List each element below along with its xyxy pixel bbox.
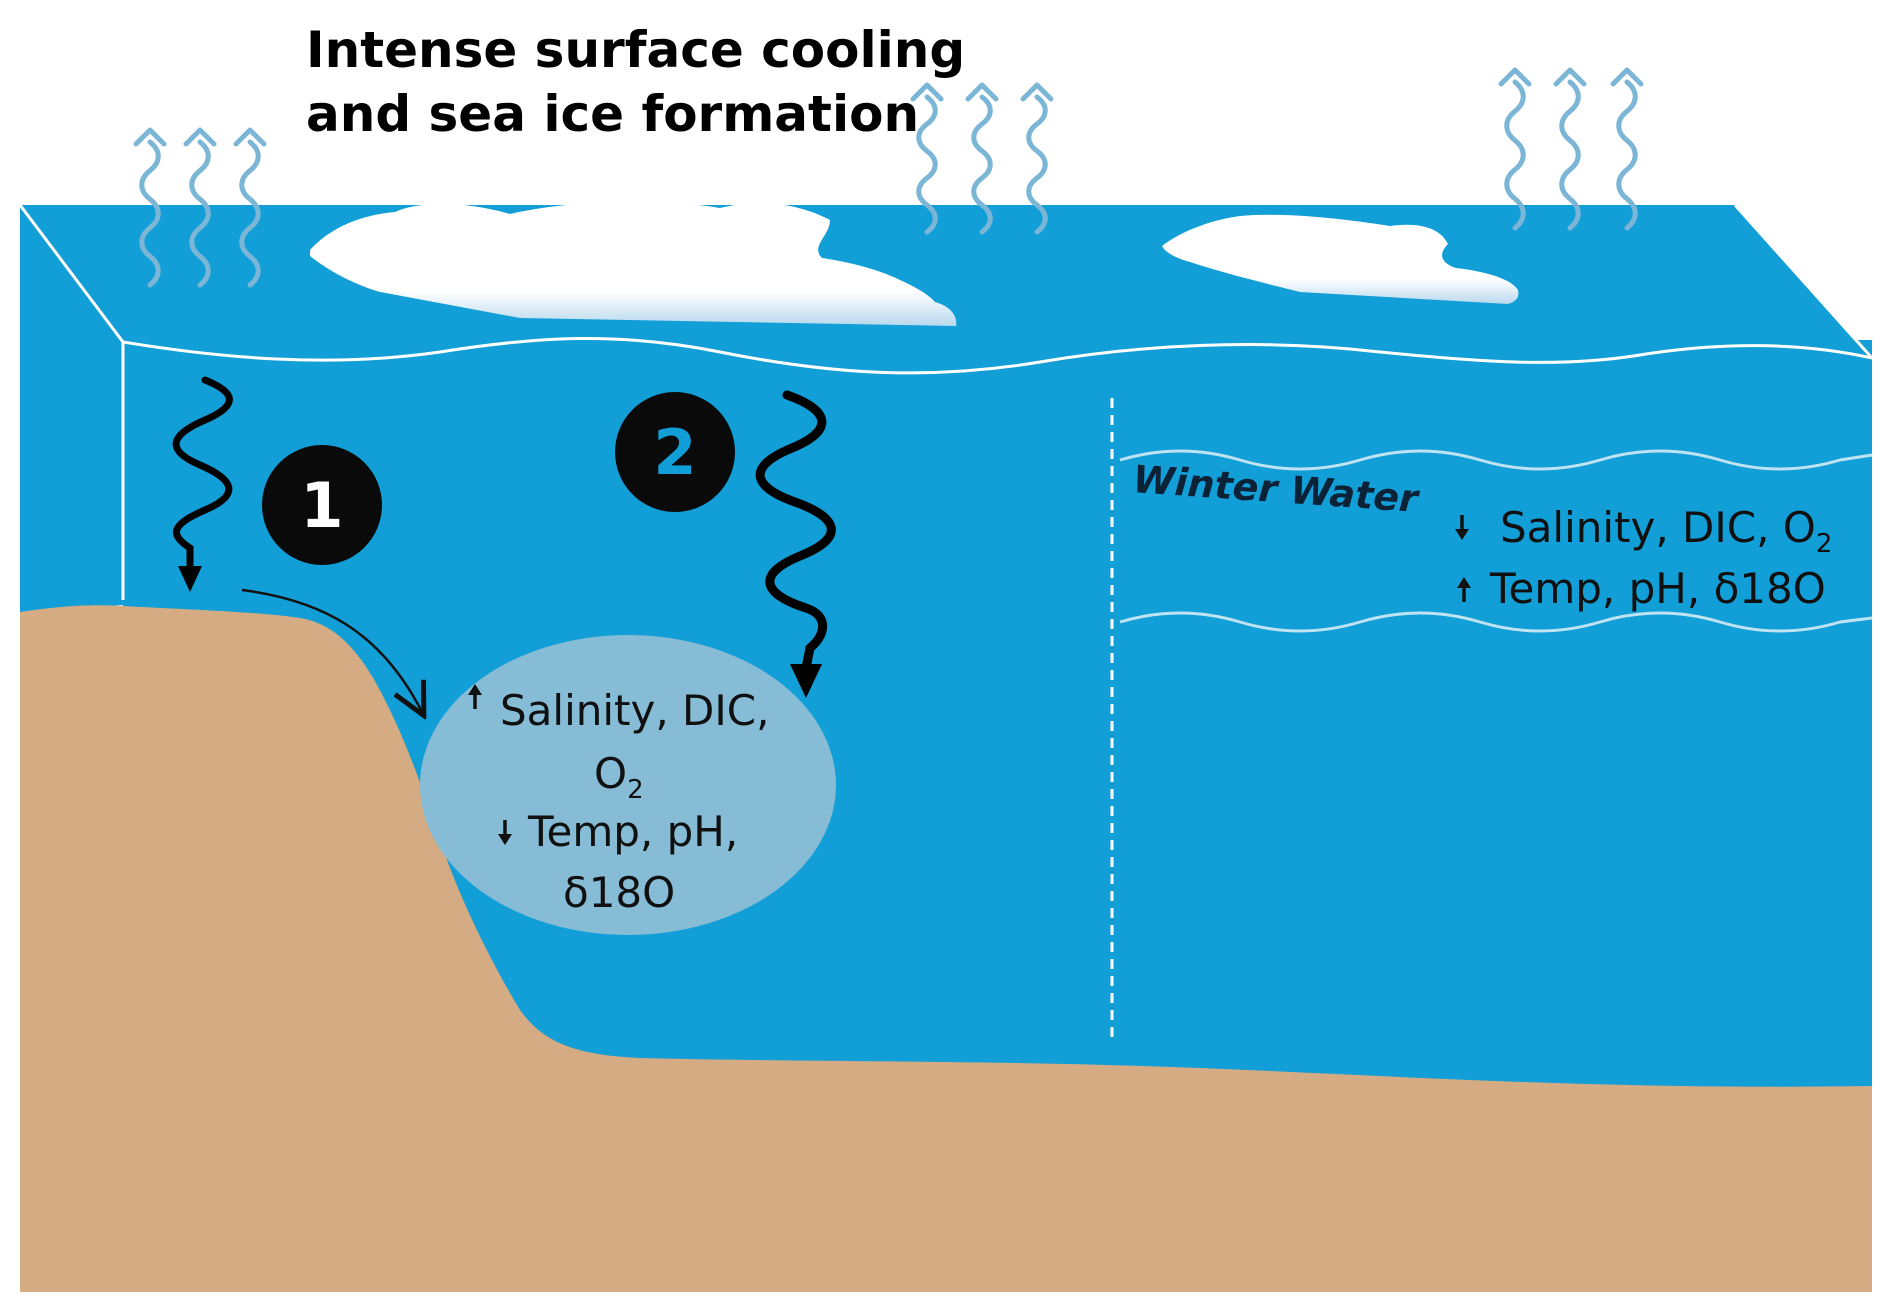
heat-loss-arrow-icon: [1616, 79, 1638, 231]
sea-ice: [310, 201, 1519, 326]
process-1-badge: [262, 445, 382, 565]
heat-loss-arrowhead: [965, 82, 999, 102]
arrowhead: [790, 664, 822, 698]
downwelling-arrow-icon: [755, 390, 836, 673]
process-2-number: 2: [653, 416, 696, 489]
dense-water-properties: Salinity, DIC, O2 Temp, pH, δ18O: [468, 684, 769, 917]
dense-water-line-3: Temp, pH,: [527, 807, 738, 856]
heat-loss-arrowhead: [233, 127, 267, 147]
dense-water-line-4: δ18O: [563, 868, 675, 917]
winter-water-properties: Winter Water Salinity, DIC, O2 Temp, pH,…: [1131, 457, 1832, 613]
heat-loss-arrow-icon: [239, 139, 261, 288]
process-2: 2: [615, 390, 836, 698]
ocean-left-face: [20, 205, 123, 612]
heat-loss-arrowhead: [1498, 67, 1532, 87]
process-1-number: 1: [300, 469, 343, 542]
arrowhead: [178, 566, 202, 592]
heat-loss-arrowhead: [133, 127, 167, 147]
sea-ice-icon: [310, 201, 957, 326]
winter-water-lower-boundary: [1119, 611, 1873, 633]
heat-loss-arrow-icon: [916, 94, 938, 235]
title-line-1: Intense surface cooling: [306, 21, 965, 79]
winter-water-line-2: Temp, pH, δ18O: [1489, 564, 1826, 613]
heat-loss-arrowhead: [1553, 67, 1587, 87]
process-1: 1: [172, 376, 422, 712]
process-2-badge: [615, 392, 735, 512]
heat-loss-arrow-icon: [971, 94, 993, 235]
shelf-flow-arrow-icon: [241, 588, 422, 712]
arrow-up-icon: [1457, 577, 1471, 602]
heat-loss-arrowhead: [1020, 82, 1054, 102]
heat-loss-arrow-icon: [139, 139, 161, 288]
arrow-down-icon: [498, 820, 512, 845]
title: Intense surface cooling and sea ice form…: [306, 21, 965, 143]
block-edge: [1733, 203, 1874, 360]
heat-loss-arrow-icon: [1026, 94, 1048, 235]
dense-water-pool: [420, 635, 836, 935]
ocean-top-surface: [20, 205, 1872, 358]
heat-loss-arrowhead: [1610, 67, 1644, 87]
arrow-up-icon: [468, 684, 482, 709]
heat-loss-arrowhead: [910, 82, 944, 102]
downwelling-arrow-icon: [172, 376, 233, 572]
dense-water-line-2: O2: [594, 749, 644, 805]
title-line-2: and sea ice formation: [306, 85, 919, 143]
heat-loss-arrows: [133, 67, 1644, 288]
heat-loss-arrow-icon: [1504, 79, 1526, 231]
sea-ice-icon: [1162, 214, 1519, 304]
winter-water-upper-boundary: [1119, 449, 1873, 471]
winter-water-layer: [1110, 398, 1873, 1040]
winter-water-line-1: Salinity, DIC, O2: [1500, 503, 1832, 559]
heat-loss-arrow-icon: [1559, 79, 1581, 231]
heat-loss-arrowhead: [183, 127, 217, 147]
arrow-down-icon: [1455, 515, 1469, 540]
dense-water-line-1: Salinity, DIC,: [500, 686, 769, 735]
seafloor: [20, 605, 1872, 1292]
heat-loss-arrow-icon: [189, 139, 211, 288]
ocean-surface-edge: [122, 336, 1873, 375]
